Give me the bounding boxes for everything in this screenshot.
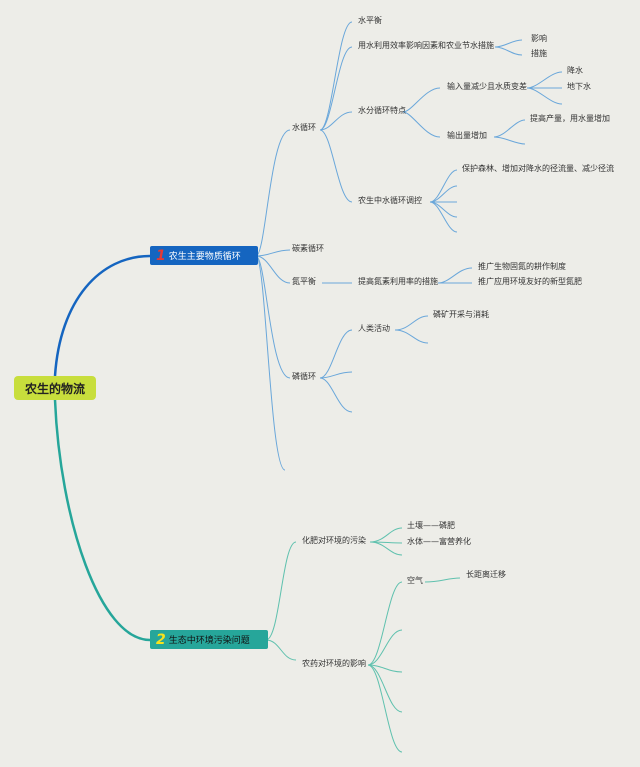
node-phosphorus-cycle[interactable]: 磷循环 xyxy=(292,372,316,381)
node-human-activity[interactable]: 人类活动 xyxy=(358,324,390,333)
node-rain[interactable]: 降水 xyxy=(567,66,583,75)
node-groundwater[interactable]: 地下水 xyxy=(567,82,591,91)
branch-pollution[interactable]: 2 生态中环境污染问题 xyxy=(150,630,268,649)
node-fertilizer-pollution[interactable]: 化肥对环境的污染 xyxy=(302,536,366,545)
node-water-efficiency[interactable]: 用水利用效率影响因素和农业节水措施 xyxy=(358,41,494,50)
node-pesticide-impact[interactable]: 农药对环境的影响 xyxy=(302,659,366,668)
node-n-measure-1[interactable]: 推广生物固氮的耕作制度 xyxy=(478,262,566,271)
root-node[interactable]: 农生的物流 xyxy=(14,376,96,400)
branch-material-cycle[interactable]: 1 农生主要物质循环 xyxy=(150,246,258,265)
node-regulate[interactable]: 农生中水循环调控 xyxy=(358,196,422,205)
node-output-increase[interactable]: 输出量增加 xyxy=(447,131,487,140)
node-protect-forest[interactable]: 保护森林、增加对降水的径流量、减少径流 xyxy=(462,164,614,173)
node-n-measure-2[interactable]: 推广应用环境友好的新型氮肥 xyxy=(478,277,582,286)
node-input-decrease[interactable]: 输入量减少且水质变差 xyxy=(447,82,527,91)
node-water-cycle[interactable]: 水循环 xyxy=(292,123,316,132)
node-long-distance[interactable]: 长距离迁移 xyxy=(466,570,506,579)
node-water-body[interactable]: 水体——富营养化 xyxy=(407,537,471,546)
branch-label: 农生主要物质循环 xyxy=(168,252,241,262)
node-carbon-cycle[interactable]: 碳素循环 xyxy=(292,244,324,253)
node-soil[interactable]: 土壤——磷肥 xyxy=(407,521,455,530)
node-air[interactable]: 空气 xyxy=(407,576,423,585)
node-impact[interactable]: 影响 xyxy=(531,34,547,43)
node-mining[interactable]: 磷矿开采与消耗 xyxy=(433,310,489,319)
node-water-balance[interactable]: 水平衡 xyxy=(358,16,382,25)
node-nitrogen-measures[interactable]: 提高氮素利用率的措施 xyxy=(358,277,438,286)
branch-number: 1 xyxy=(156,247,166,264)
branch-number: 2 xyxy=(156,631,166,648)
node-yield-up[interactable]: 提高产量，用水量增加 xyxy=(530,114,610,123)
node-water-feature[interactable]: 水分循环特点 xyxy=(358,106,406,115)
branch-label: 生态中环境污染问题 xyxy=(168,636,250,646)
node-measure[interactable]: 措施 xyxy=(531,49,547,58)
node-nitrogen-balance[interactable]: 氮平衡 xyxy=(292,277,316,286)
